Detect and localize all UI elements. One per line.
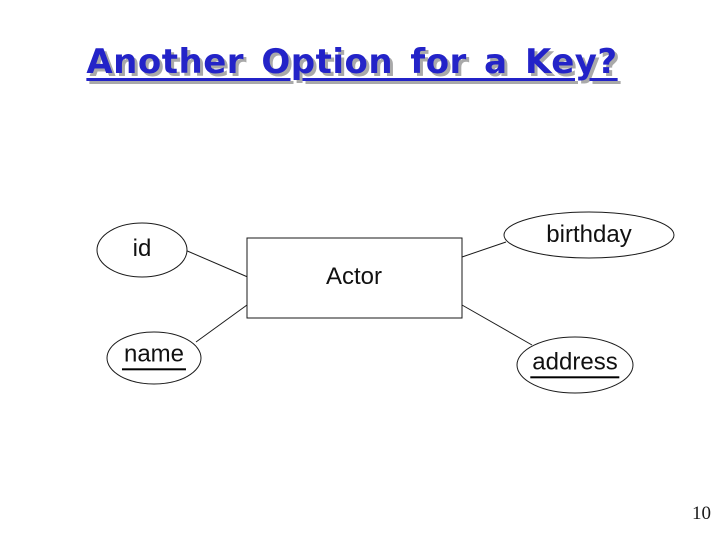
attribute-birthday-label: birthday <box>546 220 632 248</box>
edge-actor-birthday <box>461 241 507 258</box>
attribute-address-ellipse <box>516 336 634 394</box>
entity-actor-box <box>246 237 463 319</box>
attribute-birthday-ellipse <box>503 211 675 259</box>
attribute-id-ellipse <box>96 222 188 278</box>
attribute-address-label: address <box>530 348 620 379</box>
edge-actor-address <box>461 304 533 346</box>
attribute-name-label: name <box>121 340 187 371</box>
attribute-name-ellipse <box>106 331 202 385</box>
page-number: 10 <box>692 503 711 524</box>
slide-title: Another Option for a Key? <box>86 42 618 82</box>
edge-actor-id <box>184 249 251 279</box>
edge-actor-name <box>195 304 248 343</box>
attribute-id-label: id <box>132 234 152 262</box>
entity-actor-label: Actor <box>325 262 383 290</box>
